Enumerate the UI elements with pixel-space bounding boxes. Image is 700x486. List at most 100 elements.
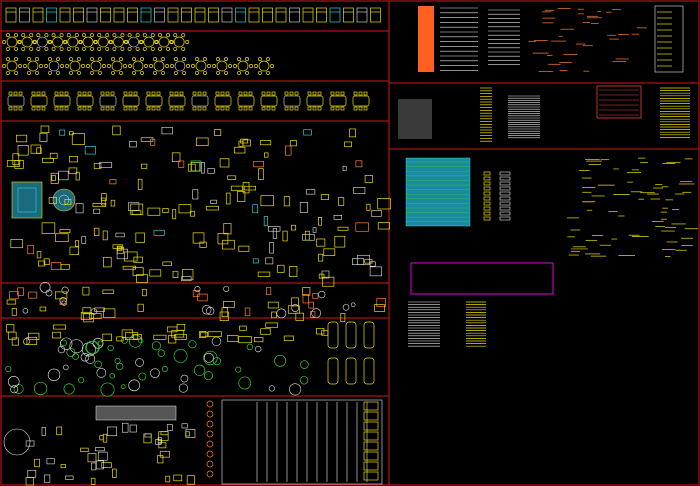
round-rug-block[interactable]	[52, 188, 76, 212]
dining-chair	[146, 106, 151, 111]
chair-seat	[48, 57, 52, 62]
furniture-block	[93, 163, 102, 169]
plant-vehicle-blocks[interactable]	[5, 321, 375, 397]
vehicle-block	[363, 321, 375, 349]
appliance-block	[312, 293, 319, 299]
site-parking-blocks[interactable]	[3, 399, 383, 486]
dining-chair	[151, 91, 156, 96]
manhole-block[interactable]	[3, 428, 31, 456]
furniture-block	[191, 162, 201, 172]
chair-seat	[258, 57, 262, 62]
schedule-swatch	[483, 206, 491, 211]
appliance-block	[39, 306, 47, 312]
appliance-block	[302, 294, 309, 304]
dining-set-blocks[interactable]	[7, 91, 370, 111]
color-schedule-table[interactable]	[405, 157, 471, 227]
parking-end-block	[363, 421, 379, 431]
fixture-block	[194, 286, 201, 293]
dining-chair	[41, 106, 46, 111]
site-block	[185, 429, 196, 438]
bedroom-office-blocks[interactable]	[6, 125, 391, 287]
vehicle-block	[363, 357, 375, 385]
site-block	[144, 433, 152, 438]
equipment-block	[11, 337, 19, 346]
rug-block[interactable]	[11, 181, 43, 219]
chair-seat	[66, 33, 71, 38]
chair-seat	[111, 57, 115, 62]
schedule-cell	[499, 176, 511, 181]
plant-block	[289, 383, 302, 396]
furniture-block	[352, 258, 364, 265]
round-table	[90, 60, 102, 72]
round-table-blocks[interactable]	[2, 33, 274, 75]
site-block	[60, 464, 66, 469]
plant-block	[188, 340, 197, 349]
chair-seat	[195, 70, 199, 75]
chair-seat	[39, 64, 43, 68]
sofa-block	[100, 7, 111, 23]
chair-seat	[18, 64, 22, 68]
chair-seat	[14, 70, 18, 75]
furniture-block	[201, 161, 205, 174]
red-table[interactable]	[596, 85, 642, 119]
round-table	[158, 36, 170, 48]
paving-strip[interactable]	[95, 405, 177, 421]
sofa-block	[154, 7, 165, 23]
furniture-block	[369, 261, 376, 267]
dining-table	[306, 95, 324, 107]
fixture-block	[311, 308, 322, 319]
fixture-blocks[interactable]	[6, 282, 386, 323]
furniture-block	[219, 158, 230, 168]
plant-block	[60, 337, 73, 350]
dining-chair	[128, 91, 133, 96]
parking-layout[interactable]	[221, 399, 383, 485]
legend-sheet-content[interactable]	[418, 5, 684, 73]
chair-seat	[59, 46, 64, 51]
furniture-block	[357, 254, 370, 266]
sofa-block	[167, 7, 179, 23]
dining-chair	[317, 106, 322, 111]
site-block	[97, 451, 108, 461]
chair-seat	[98, 57, 102, 62]
site-block	[90, 477, 96, 485]
round-table	[237, 60, 249, 72]
furniture-block	[81, 236, 87, 244]
dining-chair	[307, 106, 312, 111]
chair-seat	[17, 40, 22, 44]
furniture-block	[172, 209, 177, 220]
chair-seat	[78, 40, 82, 44]
furniture-block	[92, 203, 107, 207]
furniture-block	[263, 216, 268, 227]
dining-chair	[266, 91, 271, 96]
schedule-swatch	[483, 216, 491, 221]
site-block	[186, 475, 195, 485]
furniture-block	[371, 210, 382, 217]
site-block	[185, 431, 190, 437]
fixture-block	[59, 297, 67, 305]
plant-block	[107, 344, 114, 352]
parking-end-block	[363, 411, 379, 421]
schedule-content[interactable]	[405, 157, 698, 347]
plant-block	[66, 347, 76, 357]
furniture-block	[10, 239, 23, 249]
selection-highlight[interactable]	[410, 262, 554, 295]
title-block	[654, 5, 684, 73]
dining-chair	[261, 106, 266, 111]
dining-chair	[156, 106, 161, 111]
dining-chair	[77, 91, 82, 96]
appliance-block	[103, 308, 116, 318]
round-rug-inner	[58, 194, 70, 206]
schedule-cell	[499, 196, 511, 201]
sofa-blocks[interactable]	[5, 7, 381, 23]
dining-chair	[307, 91, 312, 96]
dining-chair	[128, 106, 133, 111]
schedule-swatch	[483, 201, 491, 206]
dining-chair	[363, 106, 368, 111]
chair-seat	[144, 64, 148, 68]
chair-seat	[97, 33, 102, 38]
chair-seat	[186, 64, 190, 68]
sofa-block	[356, 7, 368, 23]
furniture-block	[282, 230, 288, 242]
title-table-content[interactable]	[398, 85, 690, 142]
